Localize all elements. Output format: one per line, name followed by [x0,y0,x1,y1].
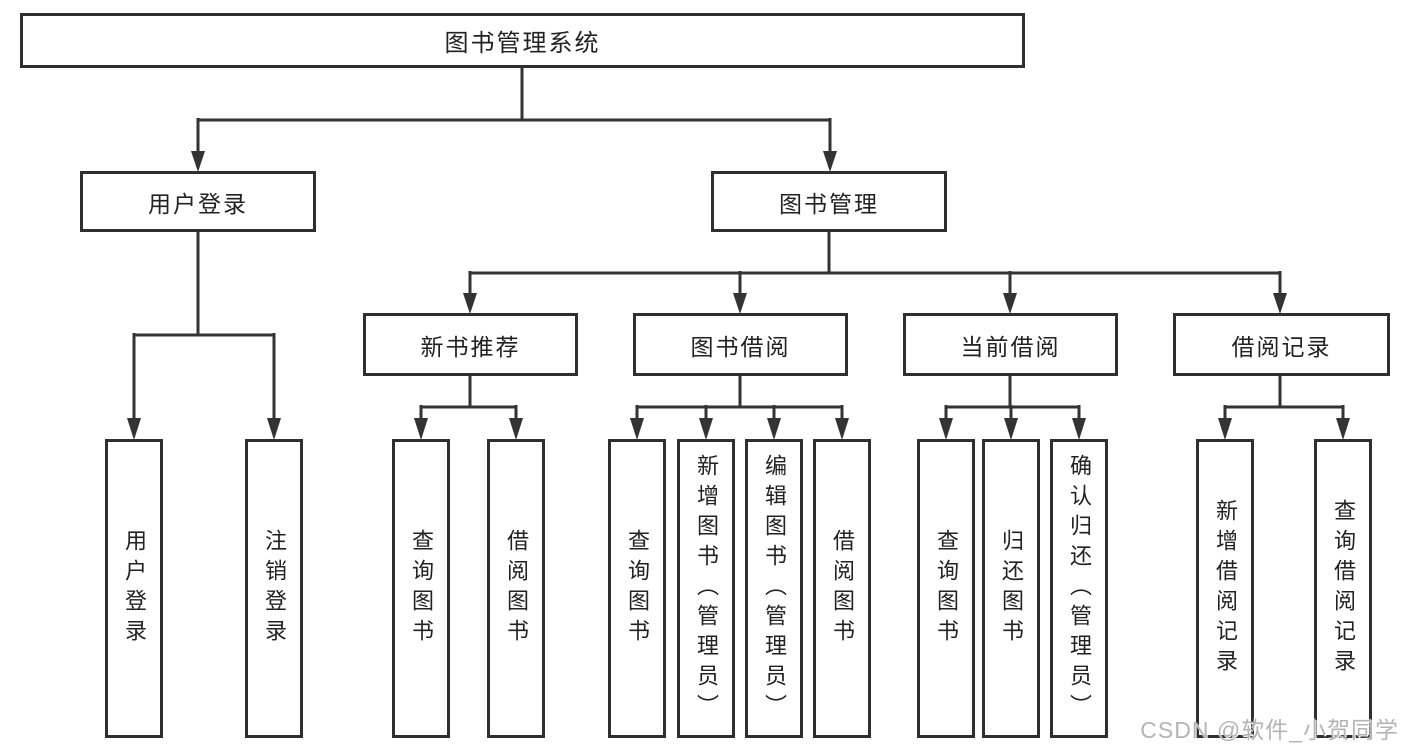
leaf-query-books-3: 查询图书 [917,439,975,738]
leaf-label: 新增图书（管理员） [694,453,719,724]
node-label: 新书推荐 [420,333,521,360]
leaf-label: 注销登录 [262,528,287,649]
leaf-label: 查询图书 [409,528,434,649]
leaf-label: 查询借阅记录 [1331,498,1356,679]
leaf-logout: 注销登录 [245,439,303,738]
leaf-label: 确认归还（管理员） [1067,453,1092,724]
node-current-borrow: 当前借阅 [903,313,1118,376]
leaf-confirm-return-admin: 确认归还（管理员） [1050,439,1108,738]
leaf-label: 新增借阅记录 [1213,498,1238,679]
node-label: 图书借阅 [690,333,791,360]
leaf-borrow-books-1: 借阅图书 [487,439,545,738]
node-library-management-system: 图书管理系统 [20,13,1025,68]
leaf-query-borrow-record: 查询借阅记录 [1314,439,1372,738]
node-label: 借阅记录 [1231,333,1332,360]
node-book-borrow: 图书借阅 [633,313,848,376]
node-label: 当前借阅 [960,333,1061,360]
leaf-label: 借阅图书 [504,528,529,649]
leaf-query-books-2: 查询图书 [608,439,666,738]
leaf-add-borrow-record: 新增借阅记录 [1196,439,1254,738]
leaf-label: 用户登录 [122,528,147,649]
node-label: 用户登录 [148,190,248,217]
leaf-label: 查询图书 [625,528,650,649]
connectors-group [127,68,1350,440]
node-label: 图书管理系统 [444,30,601,57]
leaf-label: 编辑图书（管理员） [762,453,787,724]
leaf-label: 归还图书 [999,528,1024,649]
node-new-book-recommend: 新书推荐 [363,313,578,376]
leaf-borrow-books-2: 借阅图书 [813,439,871,738]
node-label: 图书管理 [779,190,879,217]
node-book-management: 图书管理 [711,171,947,232]
node-borrow-records: 借阅记录 [1173,313,1390,376]
leaf-label: 查询图书 [934,528,959,649]
leaf-label: 借阅图书 [830,528,855,649]
leaf-add-books-admin: 新增图书（管理员） [677,439,735,738]
leaf-query-books-1: 查询图书 [392,439,450,738]
node-user-login: 用户登录 [80,171,316,232]
leaf-edit-books-admin: 编辑图书（管理员） [745,439,803,738]
leaf-user-login: 用户登录 [105,439,163,738]
leaf-return-books: 归还图书 [982,439,1040,738]
